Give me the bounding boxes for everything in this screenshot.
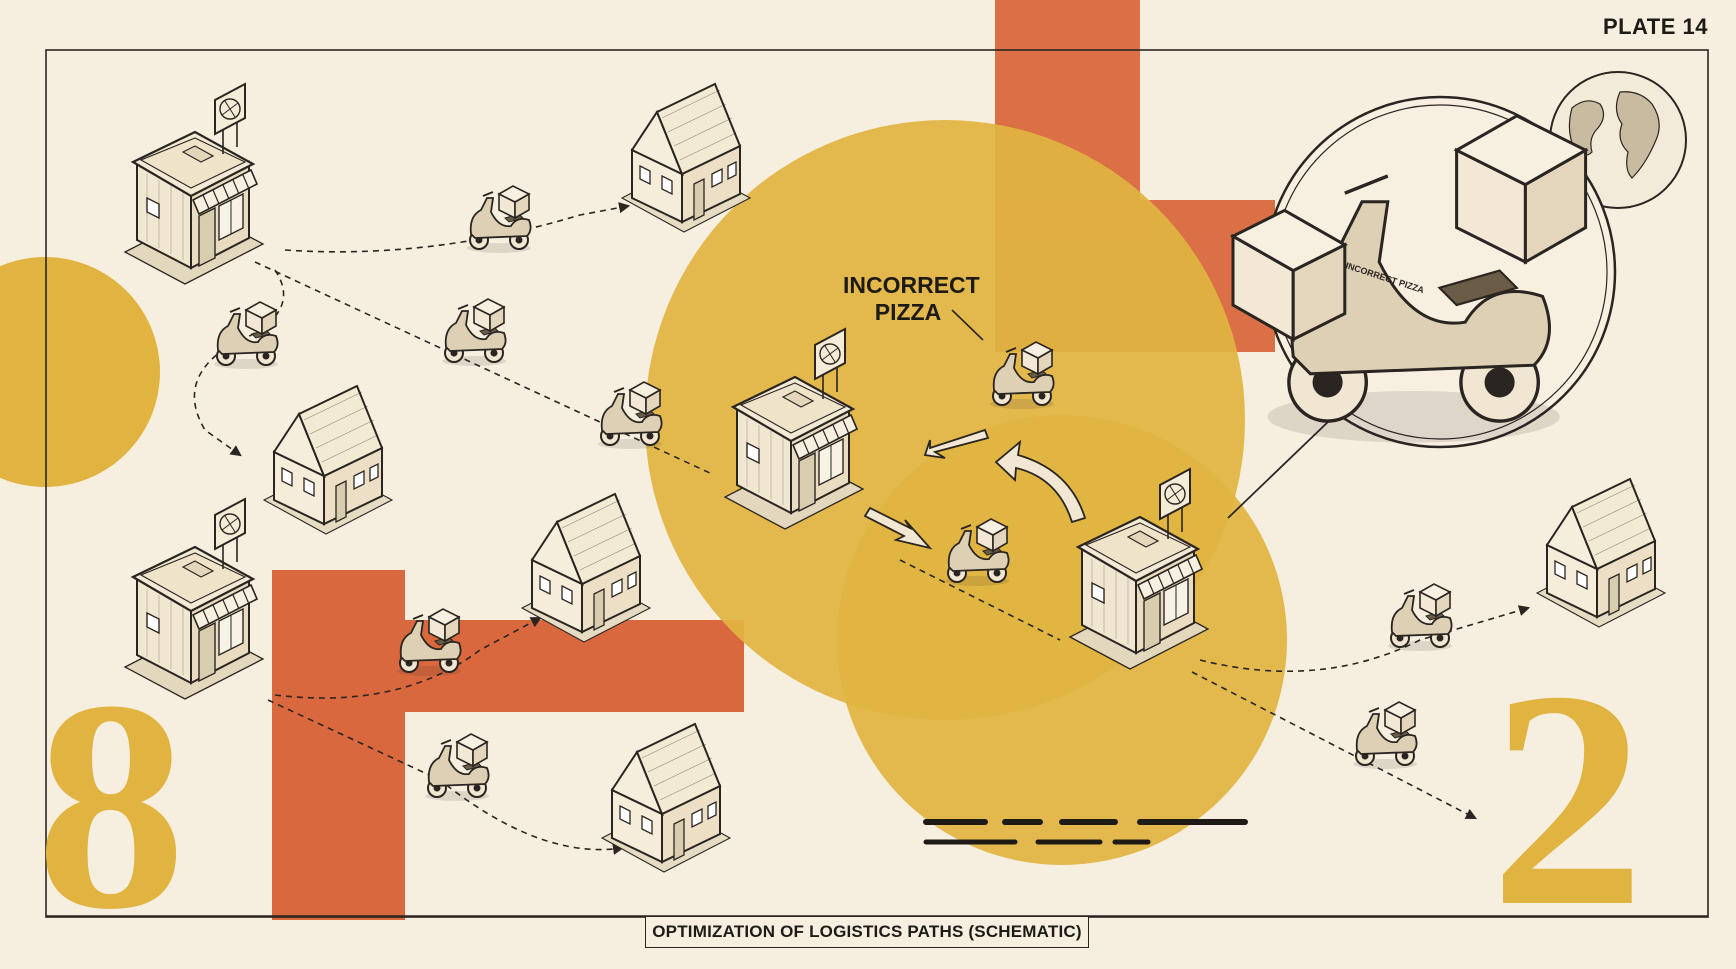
house-top	[621, 83, 751, 233]
house-center-left	[521, 493, 651, 643]
scooter-icon	[1352, 701, 1418, 770]
house-bottom	[601, 723, 731, 873]
scooter-icon	[466, 185, 532, 254]
color-blocks	[0, 0, 1287, 920]
house-right	[1536, 478, 1666, 628]
incorrect-pizza-label: INCORRECT PIZZA	[843, 272, 980, 325]
caption-text: OPTIMIZATION OF LOGISTICS PATHS (SCHEMAT…	[652, 922, 1082, 941]
house-left-middle	[263, 385, 393, 535]
callout-magnifier: INCORRECT PIZZA	[1227, 95, 1617, 519]
flow-arrows	[863, 428, 1087, 550]
marker-scribbles	[923, 819, 1248, 845]
scooter-icon	[1387, 583, 1453, 652]
plate-label: PLATE 14	[1602, 14, 1708, 39]
big-numeral-left: 8	[36, 639, 186, 969]
scooter-icon	[441, 298, 507, 367]
caption-box: OPTIMIZATION OF LOGISTICS PATHS (SCHEMAT…	[645, 916, 1089, 948]
scooter-icon	[213, 301, 279, 370]
scooter-icon	[597, 381, 663, 450]
pizzeria-top-left	[123, 82, 265, 286]
scooter-icon	[424, 733, 490, 802]
big-numeral-right: 2	[1490, 628, 1645, 969]
